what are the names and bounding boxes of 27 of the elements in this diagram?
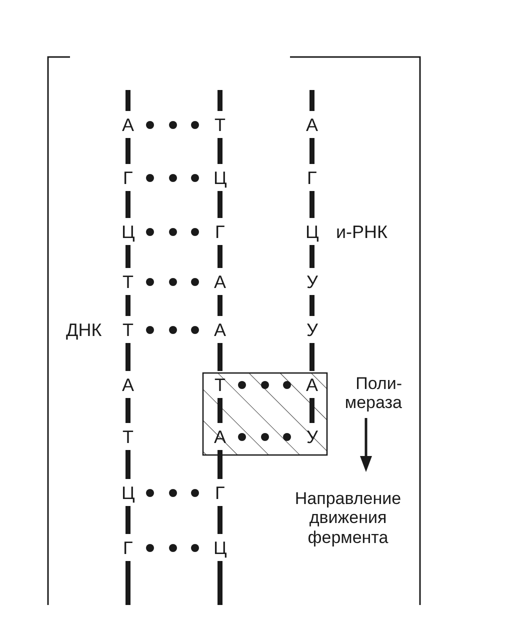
base-letter: Г <box>123 168 133 188</box>
base-letter: А <box>214 272 226 292</box>
base-letter: Т <box>122 272 134 292</box>
base-letter: Ц <box>214 538 227 558</box>
base-letter: Г <box>215 222 225 242</box>
base-letter: Т <box>214 114 226 136</box>
base-letter: Т <box>214 374 226 396</box>
enzyme-label: Поли- мераза <box>344 374 402 413</box>
base-letter: Т <box>122 426 134 448</box>
base-letter: Ц <box>122 482 135 504</box>
base-letter: А <box>306 374 318 396</box>
base-letter: У <box>306 272 318 292</box>
base-letter: Т <box>122 320 134 340</box>
base-letter: А <box>306 114 318 136</box>
base-letter: А <box>122 374 134 396</box>
base-letter: Г <box>123 538 133 558</box>
base-letter: Ц <box>306 222 319 242</box>
strand-label: и-РНК <box>336 222 388 242</box>
base-letter: Г <box>307 168 317 188</box>
strand-label: ДНК <box>66 320 102 340</box>
base-letter: У <box>306 320 318 340</box>
base-letter: Ц <box>122 222 135 242</box>
base-letter: Г <box>215 482 225 504</box>
base-letter: А <box>122 114 134 136</box>
direction-label: Направление движения фермента <box>294 488 402 548</box>
base-letter: А <box>214 320 226 340</box>
base-letter: Ц <box>214 168 227 188</box>
